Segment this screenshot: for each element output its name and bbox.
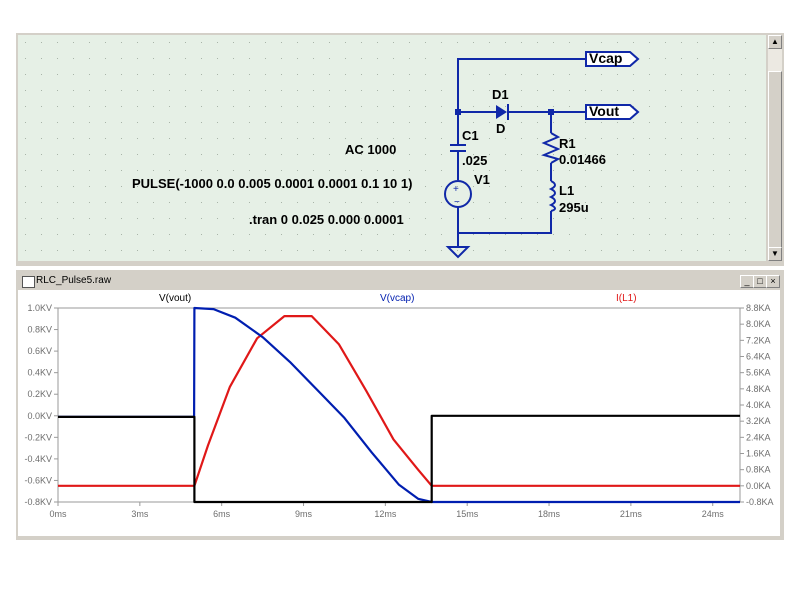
y-left-tick-label: 0.0KV — [27, 411, 52, 421]
schematic-vertical-scrollbar[interactable]: ▲ ▼ — [768, 35, 782, 261]
y-left-tick-label: 1.0KV — [27, 303, 52, 313]
schematic-window: + − Vcap Vout D1 D C1 .025 R1 0.01466 L1… — [16, 33, 784, 266]
waveform-window: RLC_Pulse5.raw _ □ × V(vout) V(vcap) I(L… — [16, 270, 784, 540]
x-tick-label: 21ms — [620, 509, 643, 519]
r1-value: 0.01466 — [559, 152, 606, 167]
y-right-tick-label: 0.0KA — [746, 481, 771, 491]
x-tick-label: 18ms — [538, 509, 561, 519]
y-left-tick-label: 0.2KV — [27, 389, 52, 399]
capacitor-symbol — [450, 144, 466, 152]
legend-il1[interactable]: I(L1) — [616, 293, 637, 304]
y-left-tick-label: 0.8KV — [27, 325, 52, 335]
l1-value: 295u — [559, 200, 589, 215]
trace-v-vout — [58, 414, 740, 504]
y-right-tick-label: 8.0KA — [746, 319, 771, 329]
x-tick-label: 15ms — [456, 509, 479, 519]
wire-vcap — [457, 58, 586, 112]
waveform-titlebar[interactable]: RLC_Pulse5.raw _ □ × — [18, 273, 780, 289]
ground-symbol — [445, 246, 471, 259]
v1-name: V1 — [474, 172, 490, 187]
y-right-tick-label: 3.2KA — [746, 416, 771, 426]
y-right-tick-label: 5.6KA — [746, 368, 771, 378]
y-left-tick-label: 0.6KV — [27, 346, 52, 356]
schematic-canvas[interactable]: + − Vcap Vout D1 D C1 .025 R1 0.01466 L1… — [18, 35, 766, 261]
diode-symbol — [496, 104, 509, 120]
tran-directive[interactable]: .tran 0 0.025 0.000 0.0001 — [249, 212, 404, 227]
scroll-up-button[interactable]: ▲ — [768, 35, 782, 49]
scroll-thumb[interactable] — [768, 71, 782, 248]
x-tick-label: 0ms — [49, 509, 67, 519]
x-tick-label: 12ms — [374, 509, 397, 519]
x-tick-label: 9ms — [295, 509, 313, 519]
c1-name: C1 — [462, 128, 479, 143]
y-right-tick-label: 2.4KA — [746, 432, 771, 442]
scroll-down-button[interactable]: ▼ — [768, 247, 782, 261]
y-right-tick-label: 8.8KA — [746, 303, 771, 313]
c1-value: .025 — [462, 153, 488, 168]
inductor-symbol — [548, 180, 556, 212]
y-right-tick-label: 0.8KA — [746, 465, 771, 475]
schematic-drawing: + − — [18, 35, 748, 261]
vcap-flag — [585, 51, 640, 67]
pulse-directive[interactable]: PULSE(-1000 0.0 0.005 0.0001 0.0001 0.1 … — [132, 176, 413, 191]
y-right-tick-label: 1.6KA — [746, 449, 771, 459]
legend-vout[interactable]: V(vout) — [159, 293, 192, 304]
y-left-tick-label: -0.2KV — [24, 432, 52, 442]
waveform-app-icon — [22, 276, 35, 288]
trace-v-vcap — [58, 306, 740, 504]
waveform-title: RLC_Pulse5.raw — [36, 275, 112, 286]
plot-frame — [57, 307, 741, 503]
x-tick-label: 24ms — [702, 509, 725, 519]
y-right-tick-label: 7.2KA — [746, 335, 771, 345]
y-left-tick-label: -0.6KV — [24, 475, 52, 485]
trace-i-l1 — [58, 315, 740, 487]
x-tick-label: 3ms — [131, 509, 149, 519]
y-right-tick-label: -0.8KA — [746, 497, 774, 507]
legend-vcap[interactable]: V(vcap) — [380, 293, 415, 304]
vout-net-label: Vout — [589, 103, 620, 119]
ac-directive[interactable]: AC 1000 — [345, 142, 397, 157]
y-right-tick-label: 4.8KA — [746, 384, 771, 394]
resistor-symbol — [541, 132, 561, 164]
x-tick-label: 6ms — [213, 509, 231, 519]
y-right-tick-label: 4.0KA — [746, 400, 771, 410]
d1-model: D — [496, 121, 506, 136]
vcap-net-label: Vcap — [589, 50, 623, 66]
y-left-tick-label: 0.4KV — [27, 368, 52, 378]
maximize-button[interactable]: □ — [753, 275, 767, 288]
r1-name: R1 — [559, 136, 576, 151]
close-button[interactable]: × — [766, 275, 780, 288]
l1-name: L1 — [559, 183, 575, 198]
minimize-button[interactable]: _ — [740, 275, 754, 288]
y-right-tick-label: 6.4KA — [746, 352, 771, 362]
svg-text:−: − — [454, 197, 460, 208]
y-left-tick-label: -0.8KV — [24, 497, 52, 507]
y-left-tick-label: -0.4KV — [24, 454, 52, 464]
vout-flag — [585, 104, 640, 120]
waveform-plot-pane[interactable]: V(vout) V(vcap) I(L1) 0ms 3ms 6ms 9ms 12ms 15… — [18, 290, 780, 536]
d1-name: D1 — [492, 87, 509, 102]
wire-return — [458, 211, 552, 234]
waveform-chart: 0ms 3ms 6ms 9ms 12ms 15ms 18ms 21ms 24ms 1.0KV 0.8… — [24, 303, 774, 519]
svg-text:+: + — [453, 184, 459, 195]
voltage-source-symbol: + − — [444, 180, 472, 208]
